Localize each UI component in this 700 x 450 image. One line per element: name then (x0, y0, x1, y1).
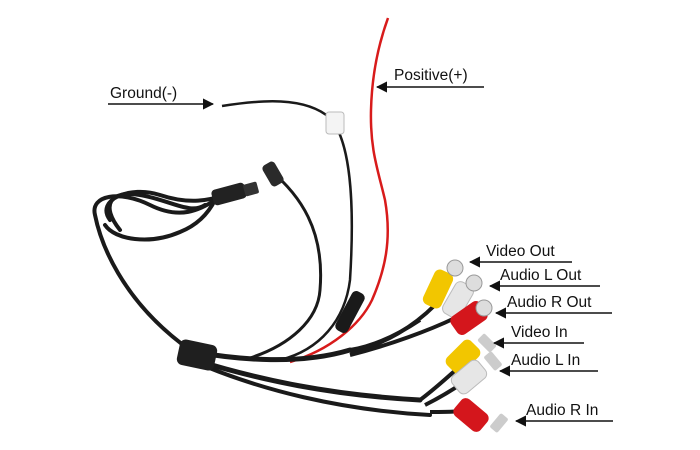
ground-tag (325, 111, 345, 135)
four-pin-connector (211, 181, 259, 206)
junction-block (176, 339, 218, 371)
ground-wire (221, 100, 354, 362)
rca-audio-r-out (450, 299, 493, 335)
rca-audio-r-in (453, 398, 508, 433)
rca-bundle-out (349, 303, 456, 357)
audio-l-out-label: Audio L Out (500, 267, 582, 284)
positive-wire (289, 17, 390, 364)
positive-label: Positive(+) (394, 67, 468, 84)
audio-l-in-label: Audio L In (511, 352, 581, 369)
rca-audio-l-in (450, 351, 502, 395)
video-out-label: Video Out (486, 243, 555, 260)
fuse-holder (335, 291, 365, 333)
black-lead (249, 168, 323, 360)
audio-r-in-label: Audio R In (526, 402, 599, 419)
callout-lines (108, 81, 613, 427)
ground-label: Ground(-) (110, 85, 178, 102)
audio-r-out-label: Audio R Out (507, 294, 592, 311)
video-in-label: Video In (511, 324, 568, 341)
main-trunk (192, 347, 432, 417)
coiled-cable (92, 189, 227, 352)
rca-video-in (445, 333, 497, 375)
rca-audio-l-out (442, 274, 483, 319)
rca-video-out (422, 259, 464, 309)
